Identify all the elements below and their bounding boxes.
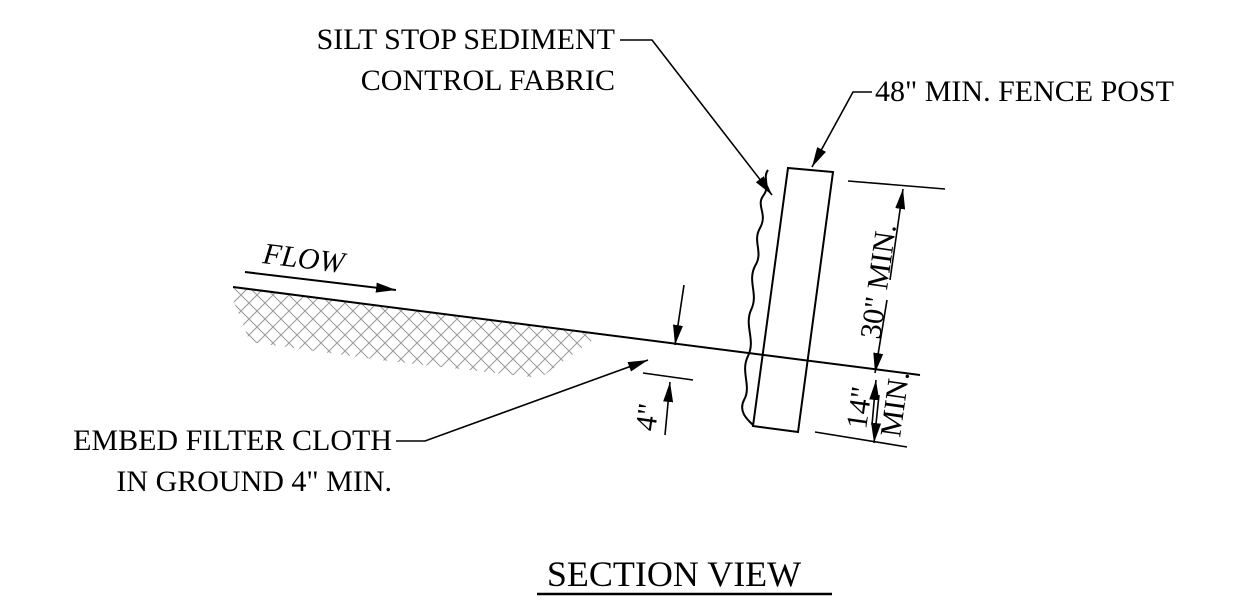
dim14-label: 14"	[840, 385, 879, 431]
dim30-label: 30" MIN.	[854, 222, 903, 341]
silt-fabric	[741, 169, 769, 426]
dim14-ext-bottom	[814, 431, 908, 448]
dim30-arrow-down	[873, 299, 888, 374]
fabric-label-line1: SILT STOP SEDIMENT	[317, 23, 615, 56]
flow-arrow	[244, 271, 397, 293]
dim14-min-label: MIN.	[874, 369, 916, 439]
dim4-ext	[642, 372, 694, 381]
flow-label: FLOW	[260, 237, 349, 280]
dim4-arrow-bottom	[663, 381, 674, 436]
embed-leader	[396, 359, 649, 442]
fabric-label-line2: CONTROL FABRIC	[361, 64, 615, 97]
post-label: 48" MIN. FENCE POST	[875, 75, 1174, 108]
embed-label-line2: IN GROUND 4" MIN.	[116, 465, 392, 498]
dim4-label: 4"	[629, 401, 665, 433]
fence-post	[751, 166, 835, 434]
dim30-arrow-up	[889, 188, 906, 281]
fabric-leader	[620, 39, 773, 196]
ground-line	[232, 286, 921, 376]
dim14-arrow-down	[871, 394, 882, 444]
dim30-ext-top	[847, 180, 946, 190]
section-view-title: SECTION VIEW	[547, 554, 801, 594]
dim4-arrow-top	[673, 284, 685, 346]
dim14-arrow-up	[869, 379, 880, 426]
embed-label-line1: EMBED FILTER CLOTH	[73, 424, 392, 457]
post-leader	[811, 91, 872, 168]
